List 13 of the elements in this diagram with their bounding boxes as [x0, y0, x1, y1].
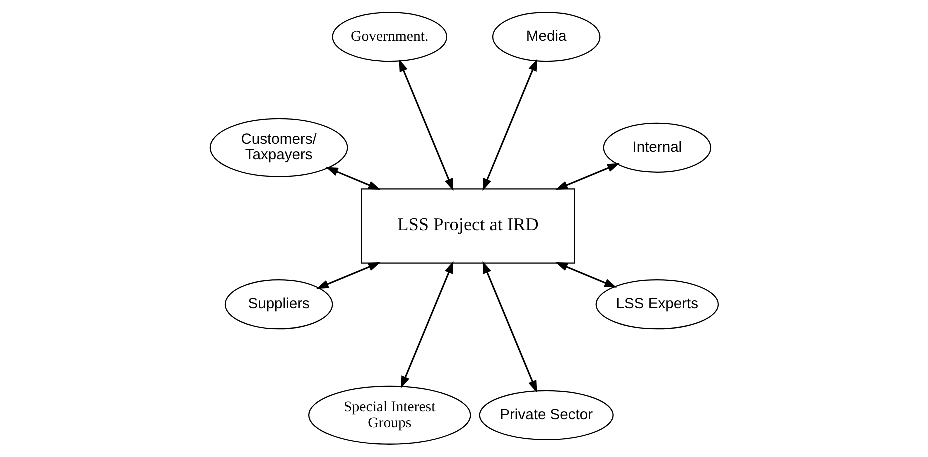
- arrow: [482, 58, 538, 192]
- arrow: [398, 60, 454, 192]
- arrow: [325, 167, 380, 190]
- arrow: [316, 262, 380, 290]
- node-ellipse: Private Sector: [478, 390, 614, 440]
- arrow: [482, 261, 537, 393]
- node-ellipse: Government.: [332, 12, 448, 62]
- arrow: [555, 163, 620, 190]
- arrow: [555, 262, 617, 288]
- arrow: [400, 261, 454, 389]
- node-ellipse: Media: [492, 12, 600, 62]
- node-ellipse: Special Interest Groups: [308, 386, 471, 445]
- node-box: LSS Project at IRD: [360, 188, 575, 264]
